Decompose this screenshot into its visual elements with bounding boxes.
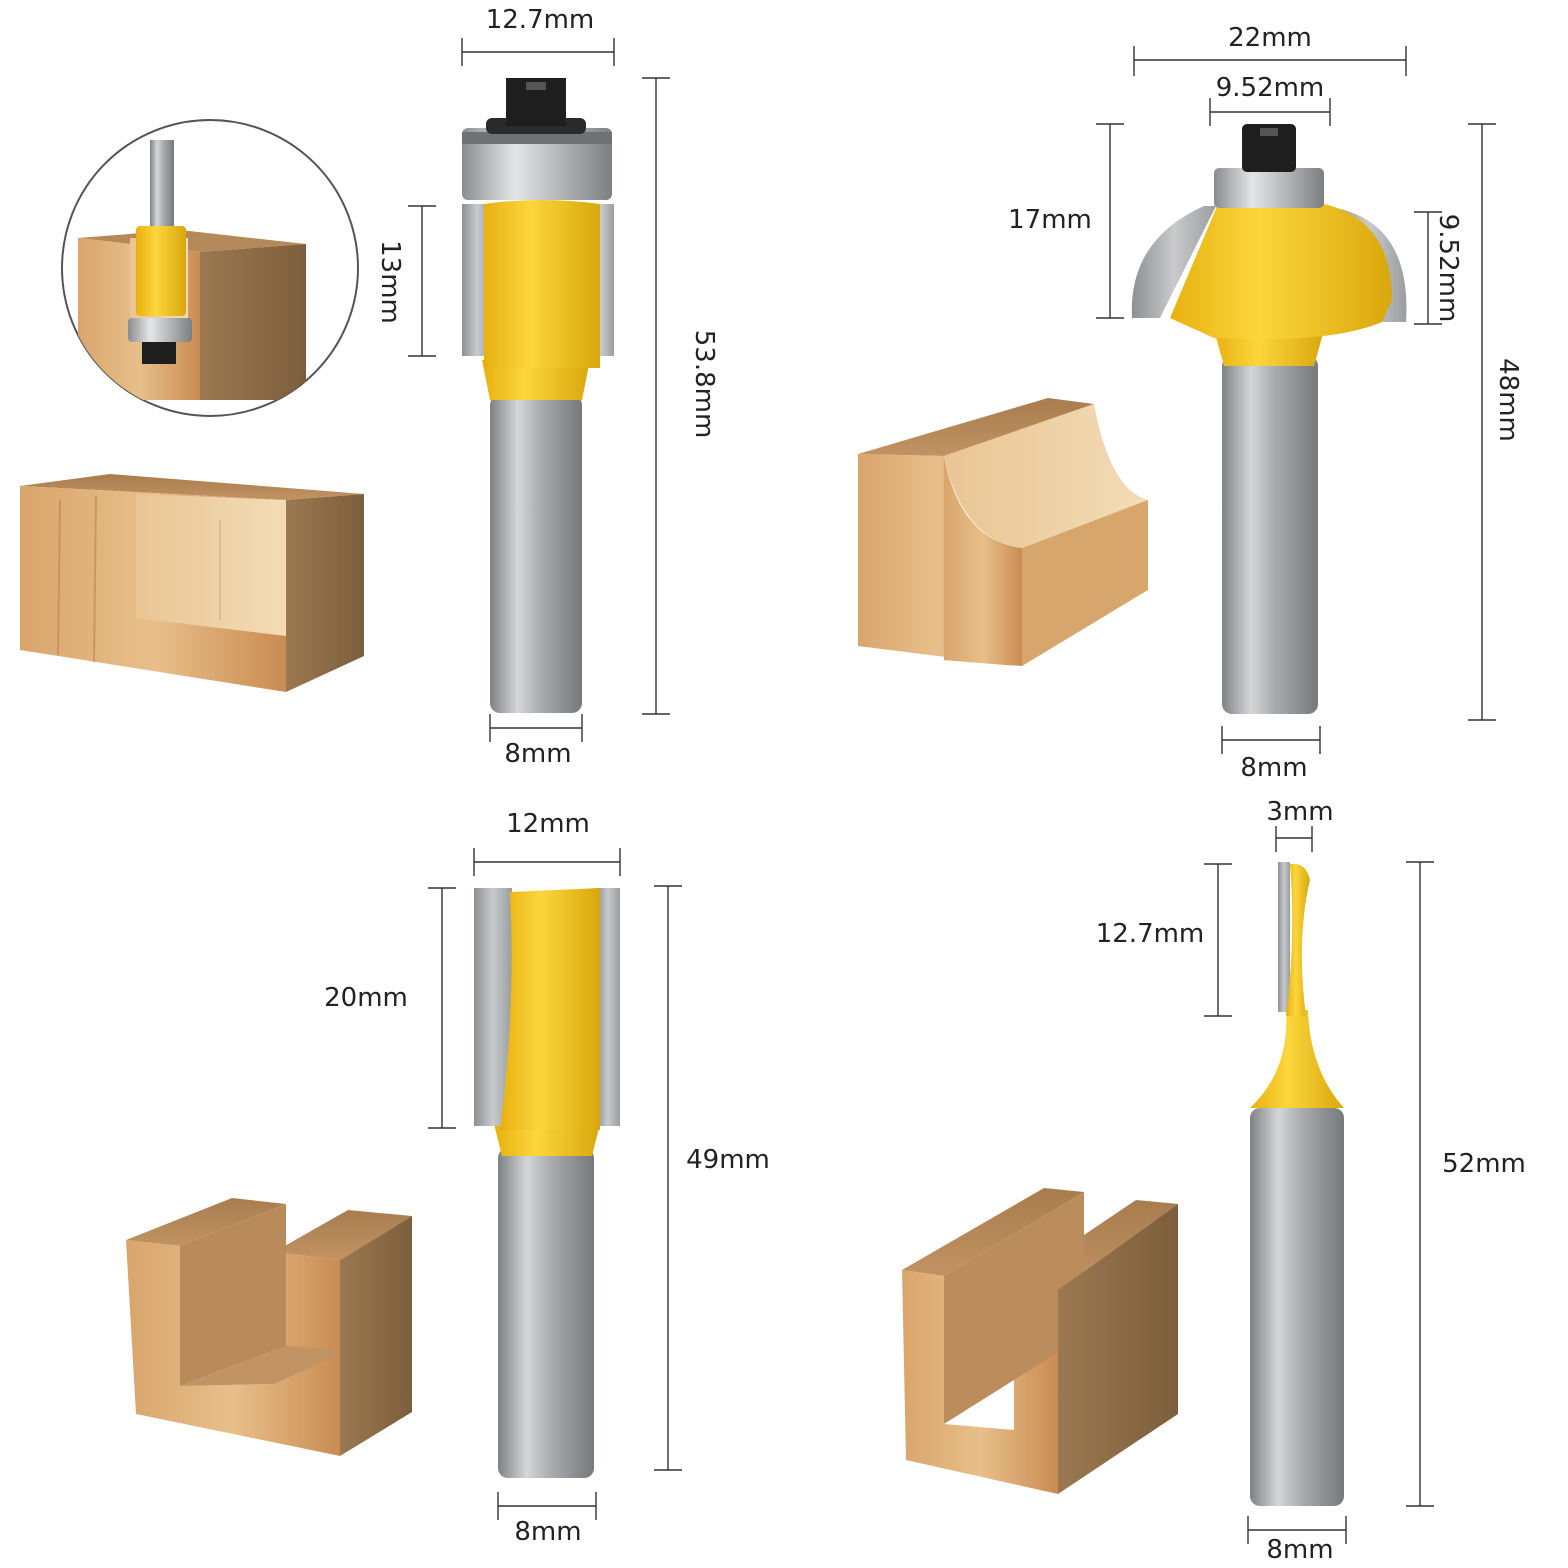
- hex-socket: [1260, 128, 1278, 136]
- yellow-neck: [482, 360, 590, 400]
- label-cutter-diameter: 22mm: [1228, 23, 1312, 53]
- label-radius: 9.52mm: [1433, 214, 1463, 323]
- yellow-cutter-body: [1286, 863, 1310, 1016]
- wood-block-rabbet: [20, 474, 364, 692]
- label-cutter-width: 12.7mm: [486, 5, 595, 35]
- label-cutting-length: 13mm: [375, 240, 405, 324]
- bearing: [462, 128, 612, 200]
- flush-trim-bit: [20, 78, 614, 713]
- bearing-ring: [462, 132, 612, 144]
- shank: [1250, 1108, 1344, 1506]
- wood-block-cove: [858, 398, 1148, 666]
- shank: [498, 1148, 594, 1478]
- label-overall-length: 52mm: [1442, 1149, 1526, 1179]
- label-shank: 8mm: [514, 1517, 581, 1547]
- label-overall-length: 53.8mm: [689, 330, 719, 439]
- dimension-labels: 12.7mm 13mm 53.8mm 8mm 22mm 9.52mm 17mm …: [324, 5, 1526, 1565]
- label-shank: 8mm: [1240, 753, 1307, 783]
- label-cutter-width: 12mm: [506, 809, 590, 839]
- shank: [1222, 356, 1318, 714]
- small-straight-bit: [902, 862, 1344, 1506]
- label-shank: 8mm: [1266, 1535, 1333, 1565]
- hex-socket: [526, 82, 546, 90]
- wood-block-groove: [126, 1198, 412, 1456]
- label-overall-length: 48mm: [1493, 358, 1523, 442]
- yellow-neck: [1250, 1010, 1344, 1108]
- carbide-blade: [1131, 206, 1216, 318]
- label-cut-height: 17mm: [1008, 205, 1092, 235]
- bearing-screw: [1242, 124, 1296, 172]
- yellow-cutter-body: [484, 200, 600, 368]
- usage-inset: [61, 119, 359, 417]
- carbide-blade: [1278, 862, 1290, 1012]
- wood-block-slot: [902, 1188, 1178, 1494]
- bearing: [1214, 168, 1324, 208]
- bearing-screw: [506, 78, 566, 126]
- label-cutting-length: 12.7mm: [1096, 919, 1205, 949]
- label-cutting-length: 20mm: [324, 983, 408, 1013]
- cove-bit: [858, 124, 1407, 714]
- yellow-cutter-body: [1170, 204, 1392, 340]
- label-cutter-width: 3mm: [1266, 797, 1333, 827]
- label-overall-length: 49mm: [686, 1145, 770, 1175]
- yellow-neck: [494, 1124, 600, 1156]
- label-shank: 8mm: [504, 739, 571, 769]
- label-bearing-diameter: 9.52mm: [1216, 73, 1325, 103]
- shank: [490, 395, 582, 713]
- yellow-cutter-body: [500, 888, 600, 1130]
- straight-bit: [126, 888, 620, 1478]
- dimension-lines: [408, 38, 1496, 1544]
